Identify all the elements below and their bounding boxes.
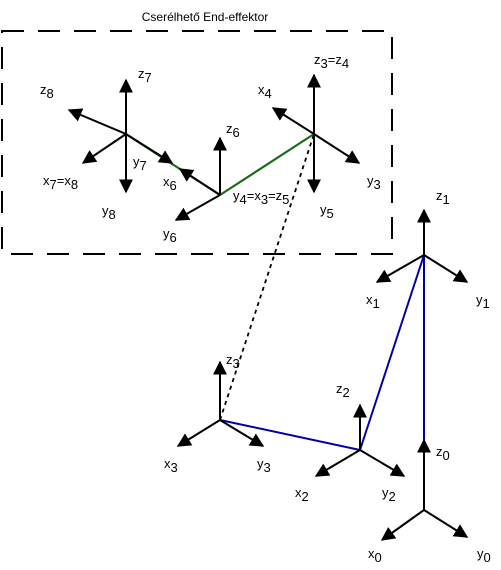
frame-8-z-label: z8 <box>40 82 54 101</box>
frame-2 <box>314 403 406 477</box>
frame-1 <box>375 208 469 283</box>
frame-6-y-label: y6 <box>163 226 177 245</box>
frame-2-y-label: y2 <box>382 485 396 504</box>
frame-3-4-z-label: z3=z4 <box>314 52 349 71</box>
frame-1-x-label: x1 <box>366 292 380 311</box>
frame-7-y-label: y7 <box>133 154 147 173</box>
frame-3-y-label: y3 <box>257 456 271 475</box>
frame-6 <box>174 136 227 221</box>
frame-2-z-label: z2 <box>336 381 350 400</box>
frame-1-y-label: y1 <box>476 292 490 311</box>
end-effector-box <box>1 30 393 255</box>
frame-1-z-label: z1 <box>436 188 450 207</box>
frame-7-x-label: x7=x8 <box>43 173 78 192</box>
frame-3-z-label: z3 <box>226 352 240 371</box>
end-effector-link <box>219 133 315 421</box>
frame-0-z-label: z0 <box>436 444 450 463</box>
frame-0-y-label: y0 <box>477 546 491 565</box>
frame-6-z-label: z6 <box>226 121 240 140</box>
frame-3-y-label-top: y3 <box>367 173 381 192</box>
frame-8-y-label: y8 <box>102 203 116 222</box>
frame-2-x-label: x2 <box>295 485 309 504</box>
frame-0 <box>380 438 469 541</box>
frame-7-z-label: z7 <box>138 66 152 85</box>
end-effector-title: Cserélhető End-effektor <box>142 10 269 24</box>
frame-3-x-label: x3 <box>164 456 178 475</box>
frame-3-4-attach <box>271 73 361 194</box>
frame-5-y-label: y5 <box>320 202 334 221</box>
frame-7-8 <box>67 78 174 194</box>
frame-4-equality-label: y4=x3=z5 <box>233 188 289 207</box>
frame-6-x-label: x6 <box>163 174 177 193</box>
frame-3 <box>176 360 265 447</box>
frame-0-x-label: x0 <box>368 546 382 565</box>
frame-4-x-label: x4 <box>258 82 272 101</box>
